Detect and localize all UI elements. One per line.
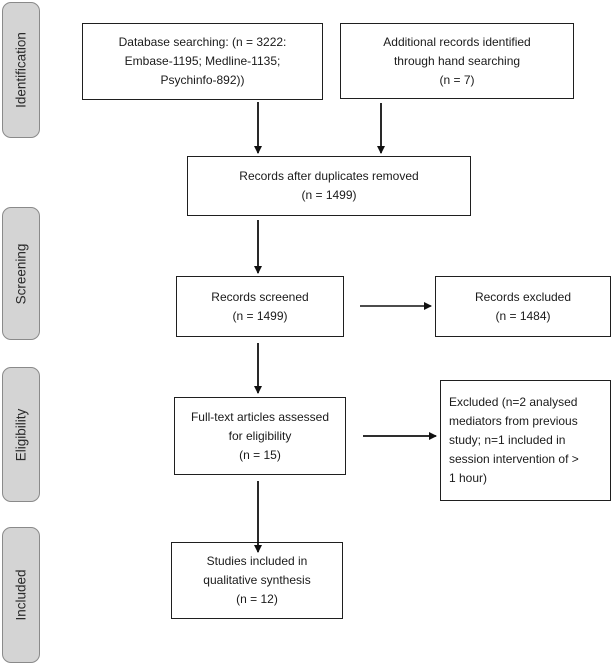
box-line: Embase-1195; Medline-1135; <box>124 54 281 68</box>
database-search-box: Database searching: (n = 3222: Embase-11… <box>82 23 323 100</box>
box-line: (n = 1499) <box>301 188 357 202</box>
box-line: session intervention of > <box>449 452 579 466</box>
box-line: (n = 15) <box>239 447 281 462</box>
box-line: Full-text articles assessed <box>190 409 330 424</box>
box-line: Psychinfo-892)) <box>160 73 245 87</box>
records-screened-box: Records screened (n = 1499) <box>176 276 344 337</box>
box-line: (n = 1499) <box>232 308 288 323</box>
box-line: study; n=1 included in <box>449 433 566 447</box>
box-line: (n = 12) <box>236 592 278 606</box>
box-line: Studies included in <box>206 554 308 568</box>
box-line: mediators from previous <box>449 414 578 428</box>
box-line: Records after duplicates removed <box>239 169 419 183</box>
phase-screening: Screening <box>2 207 40 340</box>
studies-included-box: Studies included in qualitative synthesi… <box>171 542 343 619</box>
box-line: Database searching: (n = 3222: <box>118 35 287 49</box>
phase-identification: Identification <box>2 2 40 138</box>
box-line: Records screened <box>211 289 309 304</box>
hand-search-box: Additional records identified through ha… <box>340 23 574 99</box>
box-line: (n = 1484) <box>495 308 551 323</box>
phase-included: Included <box>2 527 40 663</box>
box-line: 1 hour) <box>449 471 488 485</box>
box-line: (n = 7) <box>439 72 475 87</box>
box-line: Records excluded <box>474 289 572 304</box>
box-line: for eligibility <box>228 428 292 443</box>
box-line: qualitative synthesis <box>203 573 311 587</box>
records-excluded-box: Records excluded (n = 1484) <box>435 276 611 337</box>
box-line: through hand searching <box>393 53 521 68</box>
box-line: Additional records identified <box>383 34 531 49</box>
phase-eligibility: Eligibility <box>2 367 40 502</box>
duplicates-removed-box: Records after duplicates removed (n = 14… <box>187 156 471 216</box>
box-line: Excluded (n=2 analysed <box>449 395 578 409</box>
fulltext-assessed-box: Full-text articles assessed for eligibil… <box>174 397 346 475</box>
fulltext-excluded-box: Excluded (n=2 analysed mediators from pr… <box>440 380 611 501</box>
